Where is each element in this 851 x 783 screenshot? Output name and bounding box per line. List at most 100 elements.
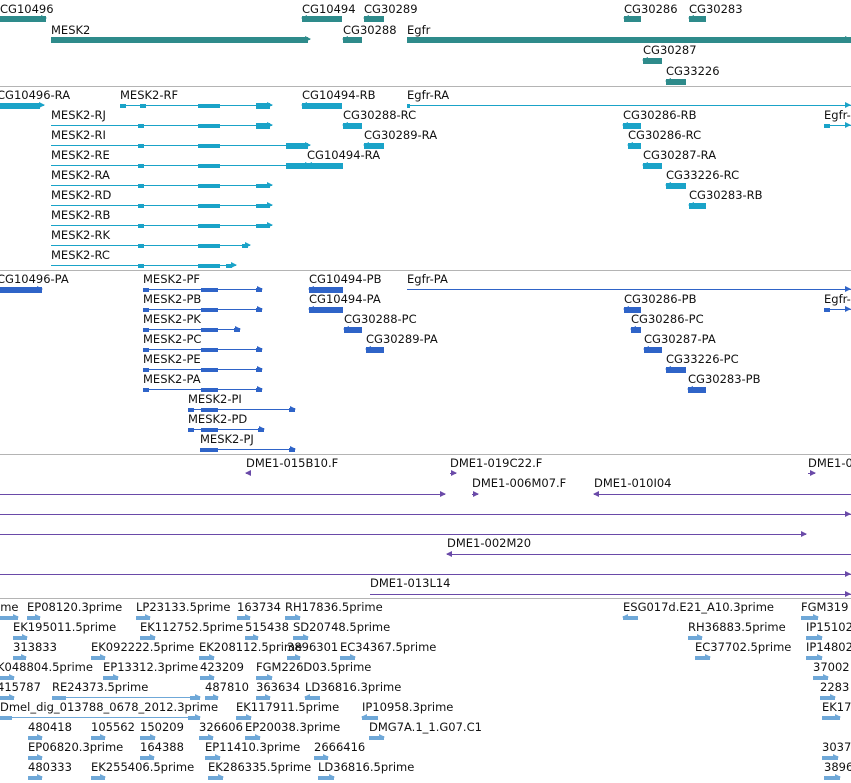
feature-label[interactable]: MESK2-PD bbox=[188, 412, 248, 426]
feature-glyph[interactable]: SD20748.5prime bbox=[0, 599, 851, 783]
feature-label[interactable]: CG30283-RB bbox=[689, 188, 763, 202]
feature-glyph[interactable]: EK286335.5prime bbox=[0, 599, 851, 783]
feature-label[interactable]: MESK2-PF bbox=[143, 272, 201, 286]
feature-label[interactable]: 163734 bbox=[237, 600, 281, 614]
feature-label[interactable]: EK092222.5prime bbox=[91, 640, 195, 654]
feature-label[interactable]: MESK2-RK bbox=[51, 228, 111, 242]
feature-label[interactable]: EP11410.3prime bbox=[205, 740, 301, 754]
feature-glyph[interactable]: CG30289-RA bbox=[0, 87, 851, 270]
feature-glyph[interactable]: Egfr- bbox=[0, 87, 851, 270]
feature-label[interactable]: EC37702.5prime bbox=[695, 640, 792, 654]
feature-glyph[interactable]: EP20038.3prime bbox=[0, 599, 851, 783]
feature-glyph[interactable]: CG10494-RB bbox=[0, 87, 851, 270]
feature-label[interactable]: CG30283 bbox=[689, 2, 743, 16]
feature-glyph[interactable]: LD36816.3prime bbox=[0, 599, 851, 783]
feature-glyph[interactable]: MESK2-RE bbox=[0, 87, 851, 270]
feature-label[interactable]: LD36816.5prime bbox=[318, 760, 415, 774]
feature-label[interactable]: EP06820.3prime bbox=[28, 740, 124, 754]
feature-glyph[interactable]: Dmel_dig_013788_0678_2012.3prime bbox=[0, 599, 851, 783]
feature-label[interactable]: IP10958.3prime bbox=[362, 700, 454, 714]
feature-label[interactable]: Egfr- bbox=[824, 108, 851, 122]
feature-label[interactable]: DME1-013L14 bbox=[370, 576, 451, 590]
feature-glyph[interactable]: CG30287 bbox=[0, 0, 851, 86]
feature-label[interactable]: DME1-019C22.F bbox=[450, 456, 543, 470]
feature-label[interactable]: CG30287-PA bbox=[644, 332, 716, 346]
feature-glyph[interactable]: 423209 bbox=[0, 599, 851, 783]
feature-glyph[interactable]: MESK2-PE bbox=[0, 271, 851, 454]
feature-label[interactable]: CG30289-PA bbox=[366, 332, 438, 346]
feature-label[interactable]: DME1-015B10.F bbox=[246, 456, 339, 470]
feature-glyph[interactable]: 313833 bbox=[0, 599, 851, 783]
feature-label[interactable]: 2283 bbox=[820, 680, 850, 694]
feature-glyph[interactable]: CG30287-RA bbox=[0, 87, 851, 270]
feature-label[interactable]: Egfr-RA bbox=[407, 88, 450, 102]
feature-glyph[interactable] bbox=[0, 455, 851, 598]
feature-label[interactable]: MESK2-PA bbox=[143, 372, 201, 386]
feature-label[interactable]: DME1-006M07.F bbox=[472, 476, 567, 490]
feature-glyph[interactable] bbox=[0, 455, 851, 598]
feature-glyph[interactable]: EP13312.3prime bbox=[0, 599, 851, 783]
feature-glyph[interactable]: MESK2-RA bbox=[0, 87, 851, 270]
feature-label[interactable]: EK195011.5prime bbox=[13, 620, 117, 634]
feature-label[interactable]: CG33226 bbox=[666, 64, 720, 78]
feature-glyph[interactable]: EK255406.5prime bbox=[0, 599, 851, 783]
feature-glyph[interactable]: RH36883.5prime bbox=[0, 599, 851, 783]
feature-label[interactable]: DMG7A.1_1.G07.C1 bbox=[369, 720, 482, 734]
feature-label[interactable]: MESK2-PC bbox=[143, 332, 202, 346]
feature-glyph[interactable]: 3896 bbox=[0, 599, 851, 783]
feature-glyph[interactable]: 3896301 bbox=[0, 599, 851, 783]
feature-glyph[interactable]: CG33226 bbox=[0, 0, 851, 86]
feature-label[interactable]: EP20038.3prime bbox=[245, 720, 341, 734]
feature-label[interactable]: MESK2-PI bbox=[188, 392, 242, 406]
feature-label[interactable]: CG33226-RC bbox=[666, 168, 740, 182]
feature-glyph[interactable]: DMG7A.1_1.G07.C1 bbox=[0, 599, 851, 783]
feature-label[interactable]: 415787 bbox=[0, 680, 41, 694]
feature-label[interactable]: MESK2-PB bbox=[143, 292, 202, 306]
feature-glyph[interactable]: ime bbox=[0, 599, 851, 783]
feature-label[interactable]: EK208112.5prime bbox=[199, 640, 303, 654]
feature-label[interactable]: CG30288 bbox=[343, 23, 397, 37]
feature-label[interactable]: DME1-010I04 bbox=[594, 476, 672, 490]
feature-label[interactable]: 37002 bbox=[813, 660, 850, 674]
feature-label[interactable]: FGM226D03.5prime bbox=[256, 660, 372, 674]
feature-glyph[interactable]: MESK2-PI bbox=[0, 271, 851, 454]
feature-label[interactable]: K048804.5prime bbox=[0, 660, 93, 674]
feature-glyph[interactable]: MESK2-RJ bbox=[0, 87, 851, 270]
feature-label[interactable]: CG10494-RA bbox=[307, 148, 381, 162]
feature-glyph[interactable]: EP06820.3prime bbox=[0, 599, 851, 783]
feature-glyph[interactable]: MESK2-RI bbox=[0, 87, 851, 270]
feature-glyph[interactable]: 480418 bbox=[0, 599, 851, 783]
feature-glyph[interactable]: MESK2-RB bbox=[0, 87, 851, 270]
feature-glyph[interactable]: DME1-010I04 bbox=[0, 455, 851, 598]
feature-glyph[interactable]: EC37702.5prime bbox=[0, 599, 851, 783]
feature-label[interactable]: RH17836.5prime bbox=[285, 600, 383, 614]
feature-label[interactable]: MESK2-PK bbox=[143, 312, 201, 326]
feature-label[interactable]: DME1-0 bbox=[808, 456, 851, 470]
feature-glyph[interactable]: DME1-0 bbox=[0, 455, 851, 598]
feature-label[interactable]: CG10494-RB bbox=[302, 88, 376, 102]
feature-glyph[interactable]: CG10496-RA bbox=[0, 87, 851, 270]
feature-label[interactable]: FGM319 bbox=[801, 600, 849, 614]
feature-label[interactable]: MESK2-RC bbox=[51, 248, 110, 262]
feature-label[interactable]: CG10496 bbox=[0, 2, 54, 16]
feature-glyph[interactable]: Egfr bbox=[0, 0, 851, 86]
feature-label[interactable]: Dmel_dig_013788_0678_2012.3prime bbox=[0, 700, 219, 714]
feature-glyph[interactable]: MESK2-PC bbox=[0, 271, 851, 454]
feature-label[interactable]: 363634 bbox=[256, 680, 300, 694]
feature-glyph[interactable]: 363634 bbox=[0, 599, 851, 783]
feature-glyph[interactable]: CG10494 bbox=[0, 0, 851, 86]
feature-label[interactable]: CG30289 bbox=[364, 2, 418, 16]
feature-label[interactable]: CG30286-PB bbox=[624, 292, 697, 306]
feature-glyph[interactable]: MESK2-RK bbox=[0, 87, 851, 270]
feature-glyph[interactable]: EK195011.5prime bbox=[0, 599, 851, 783]
feature-label[interactable]: CG30287 bbox=[643, 43, 697, 57]
feature-label[interactable]: Egfr- bbox=[824, 292, 851, 306]
feature-label[interactable]: CG10494-PB bbox=[309, 272, 382, 286]
feature-glyph[interactable]: EK112752.5prime bbox=[0, 599, 851, 783]
feature-label[interactable]: CG30287-RA bbox=[643, 148, 717, 162]
feature-glyph[interactable]: MESK2-PD bbox=[0, 271, 851, 454]
feature-glyph[interactable]: FGM226D03.5prime bbox=[0, 599, 851, 783]
feature-label[interactable]: MESK2-PJ bbox=[200, 432, 254, 446]
feature-glyph[interactable]: 515438 bbox=[0, 599, 851, 783]
feature-glyph[interactable]: ESG017d.E21_A10.3prime bbox=[0, 599, 851, 783]
